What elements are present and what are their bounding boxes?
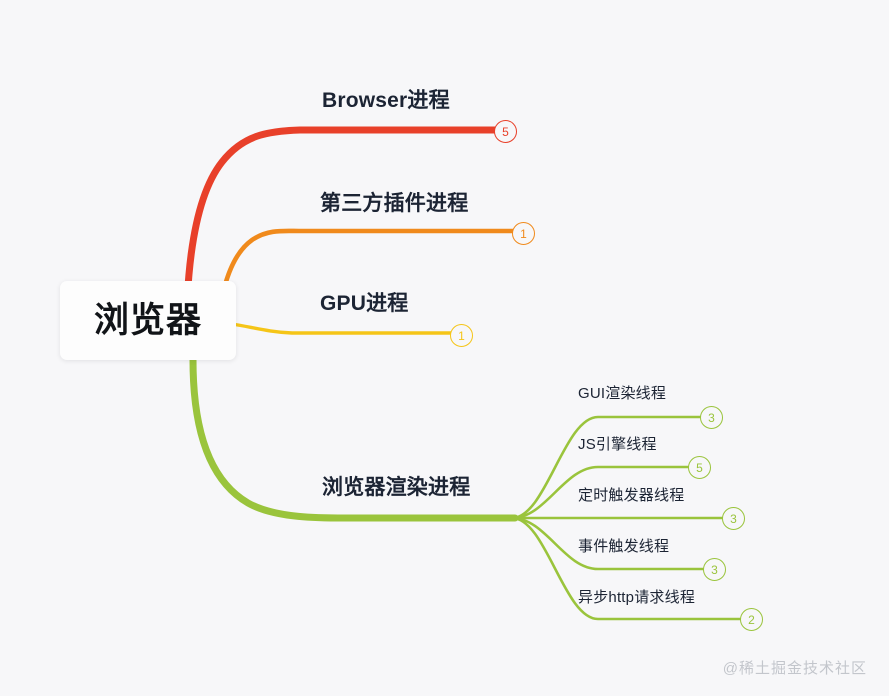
node-label-gpu-process[interactable]: GPU进程 <box>320 292 409 315</box>
sub-node-label-gui-render-thread[interactable]: GUI渲染线程 <box>578 385 667 402</box>
badge-async-http-request-thread[interactable]: 2 <box>740 608 763 631</box>
sub-node-label-timer-trigger-thread[interactable]: 定时触发器线程 <box>578 487 685 504</box>
badge-timer-trigger-thread[interactable]: 3 <box>722 507 745 530</box>
sub-node-label-async-http-request-thread[interactable]: 异步http请求线程 <box>578 589 696 606</box>
center-node[interactable]: 浏览器 <box>60 281 236 360</box>
sub-branch-line-js-engine-thread <box>510 465 690 520</box>
branch-line-gpu-process <box>230 322 455 335</box>
branch-line-renderer-process <box>189 356 519 522</box>
badge-browser-process[interactable]: 5 <box>494 120 517 143</box>
badge-third-party-plugin-process[interactable]: 1 <box>512 222 535 245</box>
node-label-browser-process[interactable]: Browser进程 <box>322 89 450 112</box>
node-label-renderer-process[interactable]: 浏览器渲染进程 <box>322 476 471 499</box>
badge-event-trigger-thread[interactable]: 3 <box>703 558 726 581</box>
badge-gui-render-thread[interactable]: 3 <box>700 406 723 429</box>
badge-js-engine-thread[interactable]: 5 <box>688 456 711 479</box>
center-node-label: 浏览器 <box>93 301 202 340</box>
sub-node-label-js-engine-thread[interactable]: JS引擎线程 <box>578 436 657 453</box>
sub-branch-paths <box>510 415 742 621</box>
sub-node-label-event-trigger-thread[interactable]: 事件触发线程 <box>578 538 670 555</box>
node-label-third-party-plugin-process[interactable]: 第三方插件进程 <box>320 192 469 215</box>
sub-branch-line-event-trigger-thread <box>510 516 705 571</box>
sub-branch-line-async-http-request-thread <box>510 516 742 621</box>
watermark: @稀土掘金技术社区 <box>722 660 867 677</box>
sub-branch-line-gui-render-thread <box>510 415 702 520</box>
badge-gpu-process[interactable]: 1 <box>450 324 473 347</box>
